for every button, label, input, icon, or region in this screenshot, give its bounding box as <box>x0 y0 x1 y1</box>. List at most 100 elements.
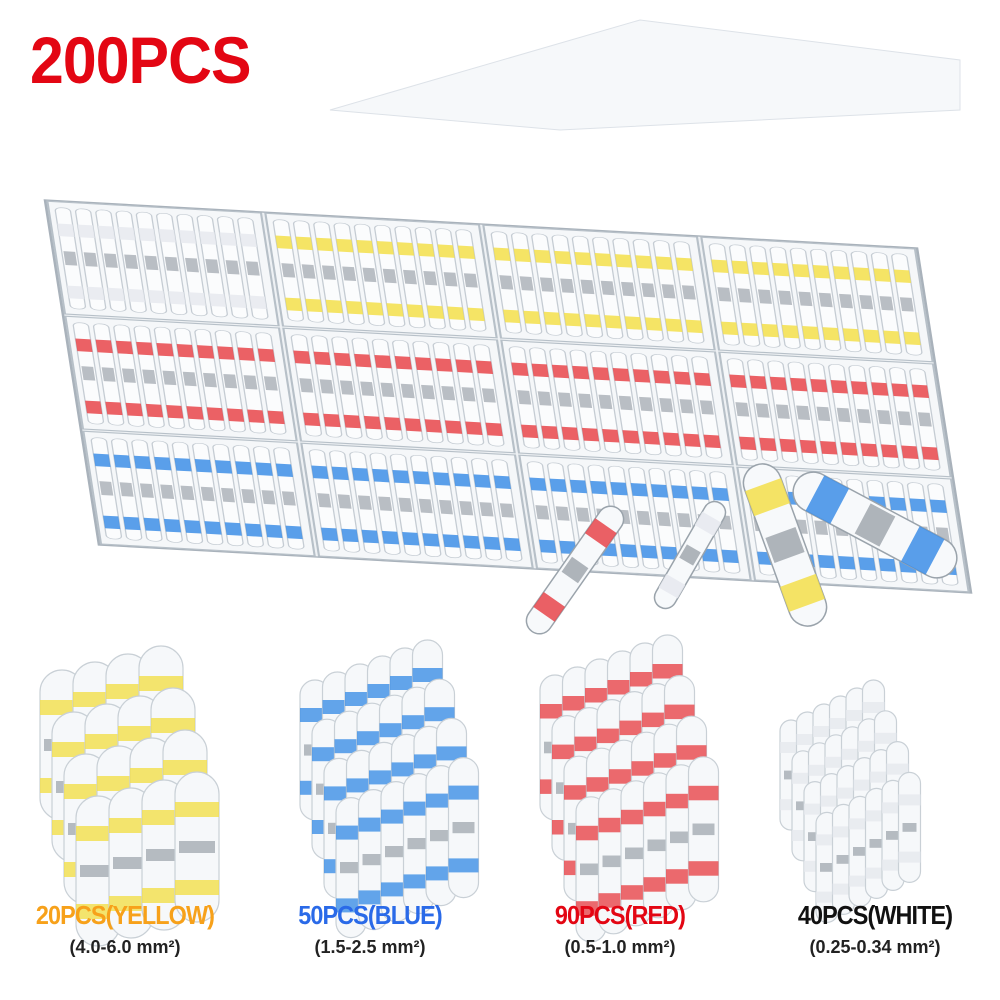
solder-ring <box>784 770 798 780</box>
solder-ring <box>241 488 256 504</box>
connector-band <box>685 319 703 334</box>
solder-ring <box>602 855 625 868</box>
solder-ring <box>142 369 157 384</box>
connector-band <box>75 338 93 352</box>
solder-ring <box>535 505 550 520</box>
connector-band <box>447 306 465 320</box>
solder-ring <box>575 507 590 522</box>
solder-ring <box>836 855 851 864</box>
connector-band <box>751 261 770 276</box>
loose-connector-yellow <box>742 463 828 627</box>
solder-ring <box>670 831 692 844</box>
connector-band <box>581 427 600 442</box>
variant-label: 20PCS(YELLOW) <box>35 900 215 930</box>
solder-ring <box>144 255 159 271</box>
connector-band <box>829 718 852 729</box>
connector-band <box>113 454 131 469</box>
solder-ring <box>362 854 385 866</box>
connector-band <box>871 382 889 396</box>
solder-ring <box>757 289 772 304</box>
connector-band <box>813 726 835 737</box>
connector-band <box>453 473 471 487</box>
connector-band <box>361 529 379 544</box>
solder-ring <box>499 503 514 518</box>
connector-band <box>424 419 442 433</box>
connector-band <box>513 248 531 263</box>
connector-band <box>457 245 476 260</box>
connector-band <box>817 554 836 569</box>
connector-band <box>442 534 460 548</box>
connector-band <box>376 241 394 255</box>
box-compartment <box>300 442 534 569</box>
variant-caption-white: 40PCS(WHITE) (0.25-0.34 mm²) <box>750 900 1000 958</box>
connector-band <box>333 352 352 367</box>
connector-band <box>792 772 814 784</box>
connector-band <box>652 664 683 679</box>
connector-band <box>804 860 826 872</box>
variant-size: (1.5-2.5 mm²) <box>314 937 426 957</box>
connector-band <box>331 466 349 481</box>
connector-band <box>721 321 739 336</box>
connector-band <box>311 465 329 479</box>
connector-band <box>820 795 843 807</box>
solder-ring <box>886 831 900 840</box>
connector-band <box>176 344 194 358</box>
connector-band <box>816 834 838 846</box>
connector-band <box>642 431 660 445</box>
solder-ring <box>899 297 914 312</box>
connector-band <box>870 771 892 783</box>
connector-band <box>394 356 412 370</box>
connector-band <box>475 360 494 375</box>
connector-band <box>838 556 856 570</box>
solder-ring <box>625 847 647 860</box>
connector-band <box>541 425 559 440</box>
solder-ring <box>461 387 476 402</box>
connector-band <box>840 442 858 456</box>
connector-band <box>194 459 212 473</box>
connector-band <box>166 405 184 419</box>
connector-band <box>816 891 838 903</box>
connector-band <box>572 365 590 380</box>
connector-band <box>675 257 694 272</box>
connector-band <box>414 357 433 371</box>
connector-band <box>444 420 463 434</box>
connector-band <box>186 406 204 420</box>
connector-band <box>779 438 797 453</box>
box-compartment <box>700 236 934 363</box>
connector-band <box>158 229 176 243</box>
solder-ring <box>430 830 452 842</box>
solder-ring <box>755 403 770 418</box>
connector-band <box>356 239 374 254</box>
connector-band <box>790 377 808 392</box>
solder-ring <box>479 502 494 517</box>
solder-ring <box>245 261 260 276</box>
solder-ring <box>519 276 534 291</box>
connector-band <box>247 409 265 423</box>
loose-connector-red <box>525 505 625 635</box>
solder-ring <box>103 253 118 268</box>
variant-caption-red: 90PCS(RED) (0.5-1.0 mm²) <box>495 900 745 958</box>
connector-band <box>118 226 136 241</box>
connector-band <box>721 549 739 564</box>
box-compartment <box>82 430 316 557</box>
connector-band <box>237 347 255 361</box>
connector-band <box>435 358 453 372</box>
connector-band <box>799 439 818 454</box>
connector-band <box>849 875 871 887</box>
connector-band <box>898 794 921 806</box>
solder-ring <box>340 862 362 874</box>
box-compartment <box>500 339 734 466</box>
variant-caption-yellow: 20PCS(YELLOW) (4.0-6.0 mm²) <box>0 900 250 958</box>
solder-ring <box>281 263 296 278</box>
solder-ring <box>263 376 278 391</box>
solder-ring <box>205 258 220 274</box>
connector-band <box>85 400 103 415</box>
connector-band <box>77 224 95 239</box>
connector-band <box>882 802 904 814</box>
connector-band <box>898 851 921 863</box>
connector-band <box>761 323 779 338</box>
connector-band <box>551 364 570 379</box>
connector-band <box>805 475 850 524</box>
connector-band <box>837 787 859 799</box>
